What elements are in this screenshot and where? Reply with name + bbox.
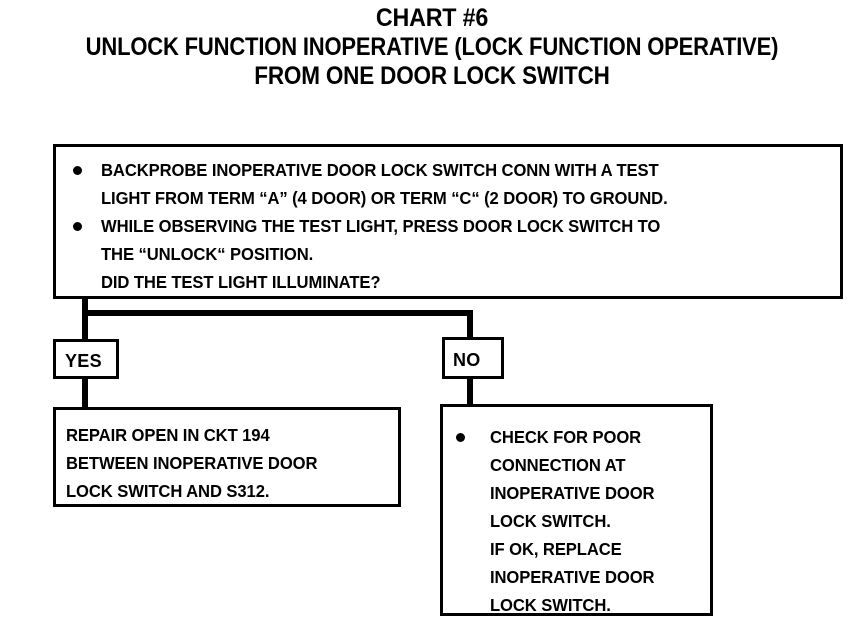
bullet-icon — [456, 433, 465, 442]
connector-stem-from-question — [82, 298, 88, 342]
main-question-box: BACKPROBE INOPERATIVE DOOR LOCK SWITCH C… — [53, 144, 843, 299]
decision-yes-box: YES — [53, 339, 119, 379]
connector-to-no-box — [467, 310, 473, 340]
decision-no-label: NO — [453, 350, 481, 370]
result-line: INOPERATIVE DOOR — [490, 567, 655, 587]
result-line: REPAIR OPEN IN CKT 194 — [66, 425, 270, 445]
result-line: BETWEEN INOPERATIVE DOOR — [66, 453, 318, 473]
question-line: LIGHT FROM TERM “A” (4 DOOR) OR TERM “C“… — [101, 188, 668, 208]
bullet-icon — [73, 222, 82, 231]
chart-subtitle-line-2: FROM ONE DOOR LOCK SWITCH — [254, 62, 610, 90]
connector-yes-to-result — [82, 376, 88, 409]
chart-number-title: CHART #6 — [375, 4, 489, 32]
result-line: CHECK FOR POOR — [490, 427, 642, 447]
chart-title-block: CHART #6 UNLOCK FUNCTION INOPERATIVE (LO… — [0, 4, 864, 91]
question-line: THE “UNLOCK“ POSITION. — [101, 244, 314, 264]
decision-yes-label: YES — [65, 351, 102, 371]
result-line: LOCK SWITCH. — [490, 511, 611, 531]
chart-subtitle-line-1: UNLOCK FUNCTION INOPERATIVE (LOCK FUNCTI… — [85, 33, 779, 61]
result-line: LOCK SWITCH AND S312. — [66, 481, 270, 501]
result-box-no: CHECK FOR POOR CONNECTION AT INOPERATIVE… — [440, 404, 713, 616]
result-line: CONNECTION AT — [490, 455, 626, 475]
result-line: LOCK SWITCH. — [490, 595, 611, 615]
question-line: DID THE TEST LIGHT ILLUMINATE? — [101, 272, 381, 292]
result-line: INOPERATIVE DOOR — [490, 483, 655, 503]
decision-no-box: NO — [442, 337, 504, 379]
question-line: WHILE OBSERVING THE TEST LIGHT, PRESS DO… — [101, 216, 661, 236]
result-box-yes: REPAIR OPEN IN CKT 194 BETWEEN INOPERATI… — [53, 407, 401, 507]
connector-no-to-result — [467, 377, 473, 407]
result-line: IF OK, REPLACE — [490, 539, 622, 559]
bullet-icon — [73, 166, 82, 175]
connector-horizontal-branch — [82, 310, 473, 316]
question-line: BACKPROBE INOPERATIVE DOOR LOCK SWITCH C… — [101, 160, 659, 180]
